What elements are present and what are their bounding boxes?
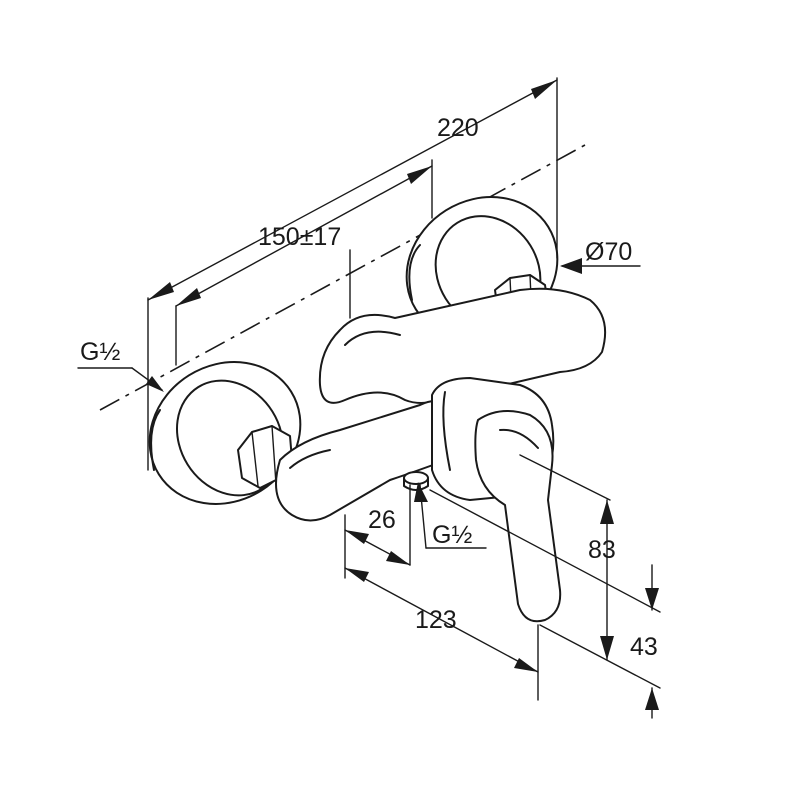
label-total-width: 220 bbox=[437, 114, 479, 142]
upper-arm bbox=[318, 287, 606, 404]
outlet-thread-leader bbox=[414, 482, 487, 549]
lower-arm bbox=[275, 400, 461, 522]
center-axis bbox=[99, 144, 586, 411]
label-rosette-diameter: Ø70 bbox=[585, 238, 632, 266]
dimension-150 bbox=[175, 165, 433, 307]
dimension-220 bbox=[147, 79, 558, 301]
label-outlet-thread: G½ bbox=[432, 521, 472, 549]
dimension-diameter-leader bbox=[560, 258, 641, 274]
label-outlet-offset: 26 bbox=[368, 506, 396, 534]
label-center-distance: 150±17 bbox=[258, 223, 341, 251]
inlet-thread-leader bbox=[77, 367, 164, 392]
dimension-26 bbox=[344, 529, 411, 566]
label-lever-height: 83 bbox=[588, 536, 616, 564]
dimension-43 bbox=[645, 564, 659, 719]
label-inlet-thread: G½ bbox=[80, 338, 120, 366]
lever-handle bbox=[474, 410, 562, 623]
label-depth: 123 bbox=[415, 606, 457, 634]
dimension-83 bbox=[600, 499, 614, 661]
dimension-123 bbox=[344, 567, 539, 673]
label-outlet-height: 43 bbox=[630, 633, 658, 661]
outlet-nozzle bbox=[403, 471, 429, 491]
extension-lines bbox=[147, 77, 661, 701]
